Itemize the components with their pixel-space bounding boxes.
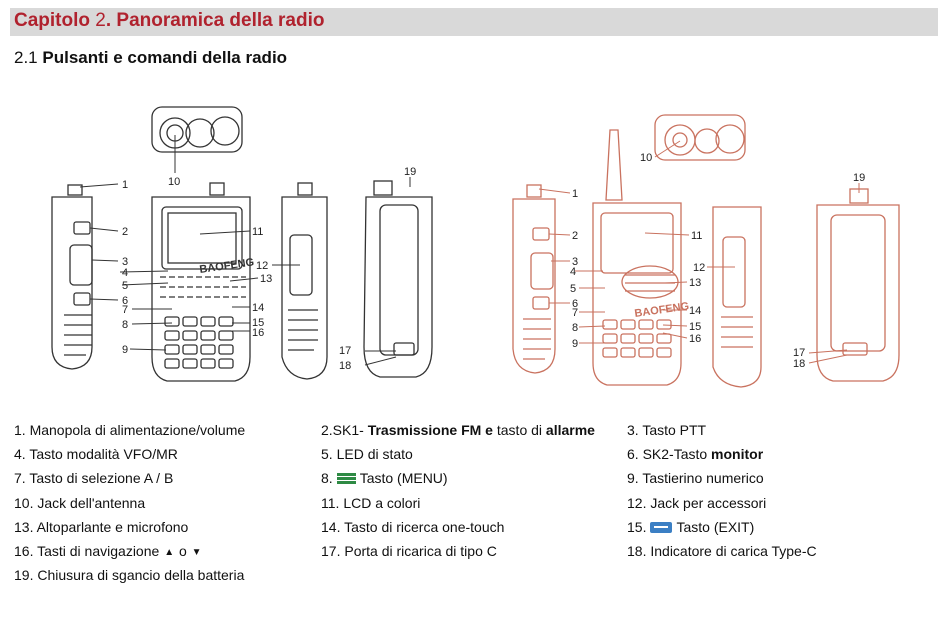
left-callout-7: 7 (122, 304, 128, 316)
right-callout-5: 5 (570, 283, 576, 295)
section-title: 2.1 Pulsanti e comandi della radio (14, 48, 287, 68)
right-callout-4: 4 (570, 266, 576, 278)
legend-item-8: 8. Tasto (MENU) (321, 470, 627, 486)
left-brand-label: BAOFENG (199, 256, 255, 276)
legend-item-8-suffix: Tasto (MENU) (359, 470, 448, 487)
right-callout-2: 2 (572, 230, 578, 242)
right-callout-6: 6 (572, 298, 578, 310)
right-callout-3: 3 (572, 256, 578, 268)
legend-row: 19. Chiusura di sgancio della batteria (14, 563, 934, 587)
legend-item-15-suffix: Tasto (EXIT) (676, 518, 755, 535)
right-callout-11: 11 (691, 230, 702, 242)
legend-item-2-bold-2: allarme (545, 422, 595, 439)
left-callout-8: 8 (122, 319, 128, 331)
left-callout-10: 10 (168, 176, 180, 188)
legend-item-13: 13. Altoparlante e microfono (14, 518, 189, 535)
legend-item-14: 14. Tasto di ricerca one-touch (321, 518, 505, 535)
right-callout-12: 12 (693, 262, 705, 274)
left-callout-3: 3 (122, 256, 128, 268)
legend-item-12: 12. Jack per accessori (627, 494, 767, 511)
right-callout-9: 9 (572, 338, 578, 350)
legend-item-11: 11. LCD a colori (321, 494, 421, 511)
right-radio-illustration: BAOFENG 1 2 3 4 5 6 7 8 9 10 11 12 13 14… (512, 114, 900, 388)
chapter-title: Capitolo 2. Panoramica della radio (14, 10, 325, 31)
left-callout-18: 18 (339, 360, 351, 372)
legend-item-5: 5. LED di stato (321, 446, 413, 463)
right-callout-7: 7 (572, 307, 578, 319)
legend-item-6-bold: monitor (711, 446, 764, 463)
legend-item-10: 10. Jack dell'antenna (14, 494, 146, 511)
right-callout-15: 15 (689, 321, 701, 333)
right-callout-1: 1 (572, 188, 578, 200)
exit-key-icon (650, 521, 673, 533)
legend-item-1: 1. Manopola di alimentazione/volume (14, 422, 246, 439)
left-callout-19: 19 (404, 166, 416, 178)
legend-item-3: 3. Tasto PTT (627, 422, 707, 439)
right-callout-13: 13 (689, 277, 701, 289)
legend-row: 7. Tasto di selezione A / B 8. Tasto (MEN… (14, 466, 934, 490)
left-callout-16: 16 (252, 327, 264, 339)
right-callout-8: 8 (572, 322, 578, 334)
right-callout-16: 16 (689, 333, 701, 345)
menu-key-icon (336, 473, 356, 485)
legend-item-17: 17. Porta di ricarica di tipo C (321, 543, 497, 560)
triangle-up-icon: ▲ (164, 547, 175, 559)
left-callout-17: 17 (339, 345, 351, 357)
legend-item-18: 18. Indicatore di carica Type-C (627, 543, 817, 560)
left-callout-13: 13 (260, 273, 272, 285)
legend-row: 4. Tasto modalità VFO/MR 5. LED di stato… (14, 442, 934, 466)
legend-item-19: 19. Chiusura di sgancio della batteria (14, 567, 245, 584)
legend-item-6-prefix: 6. SK2-Tasto (627, 446, 712, 463)
legend-item-15: 15. Tasto (EXIT) (627, 519, 927, 535)
left-callout-9: 9 (122, 344, 128, 356)
component-legend: 1. Manopola di alimentazione/volume 2.SK… (14, 418, 934, 587)
left-callout-12: 12 (256, 260, 268, 272)
left-radio-illustration: BAOFENG 1 2 3 4 5 6 7 8 9 10 11 12 13 14… (51, 106, 433, 382)
legend-item-8-prefix: 8. (321, 470, 333, 487)
left-callout-11: 11 (252, 226, 263, 238)
legend-item-2-mid: tasto di (492, 422, 546, 439)
legend-item-2: 2.SK1- Trasmissione FM e tasto di allarm… (321, 422, 627, 438)
section-number: 2.1 (14, 48, 38, 67)
radio-diagram: BAOFENG 1 2 3 4 5 6 7 8 9 10 11 12 13 14… (0, 95, 950, 395)
legend-item-2-prefix: 2.SK1- (321, 422, 368, 439)
chapter-number: 2 (95, 10, 106, 31)
legend-row: 13. Altoparlante e microfono 14. Tasto d… (14, 515, 934, 539)
legend-item-2-bold-1: Trasmissione FM e (367, 422, 493, 439)
legend-item-6: 6. SK2-Tasto monitor (627, 446, 927, 462)
left-callout-2: 2 (122, 226, 128, 238)
right-callout-18: 18 (793, 358, 805, 370)
legend-row: 10. Jack dell'antenna 11. LCD a colori 1… (14, 491, 934, 515)
right-callout-19: 19 (853, 172, 865, 184)
legend-row: 16. Tasti di navigazione ▲ o ▼ 17. Porta… (14, 539, 934, 563)
chapter-title-text: Panoramica della radio (116, 10, 325, 31)
chapter-header-bar (10, 8, 938, 36)
left-callout-14: 14 (252, 302, 264, 314)
section-title-text: Pulsanti e comandi della radio (42, 48, 288, 67)
chapter-word: Capitolo (14, 10, 90, 31)
right-callout-17: 17 (793, 347, 805, 359)
legend-item-16-prefix: 16. Tasti di navigazione (14, 543, 160, 560)
legend-item-7: 7. Tasto di selezione A / B (14, 470, 174, 487)
triangle-down-icon: ▼ (191, 547, 202, 559)
left-callout-6: 6 (122, 295, 128, 307)
left-callout-4: 4 (122, 267, 128, 279)
legend-item-15-prefix: 15. (627, 518, 647, 535)
legend-row: 1. Manopola di alimentazione/volume 2.SK… (14, 418, 934, 442)
legend-item-16-or: o (178, 543, 187, 560)
legend-item-4: 4. Tasto modalità VFO/MR (14, 446, 178, 463)
legend-item-9: 9. Tastierino numerico (627, 470, 764, 487)
right-callout-14: 14 (689, 305, 701, 317)
left-callout-15: 15 (252, 317, 264, 329)
right-callout-10: 10 (640, 152, 652, 164)
legend-item-16: 16. Tasti di navigazione ▲ o ▼ (14, 543, 321, 559)
left-callout-5: 5 (122, 280, 128, 292)
left-callout-1: 1 (122, 179, 128, 191)
